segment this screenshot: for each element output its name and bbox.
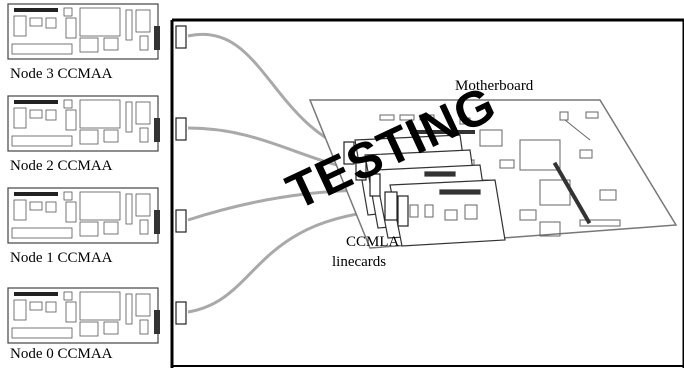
node-card-3 <box>7 3 160 60</box>
chassis-connectors <box>175 25 187 325</box>
node-card-2 <box>7 95 160 152</box>
node-label-0: Node 0 CCMAA <box>10 346 113 362</box>
node-card-1 <box>7 187 160 244</box>
cable-node3 <box>187 32 351 152</box>
node-label-3: Node 3 CCMAA <box>10 66 113 82</box>
linecards <box>343 134 506 247</box>
cable-node0 <box>187 208 391 314</box>
linecards-label-line2: linecards <box>332 254 387 270</box>
node-label-1: Node 1 CCMAA <box>10 250 113 266</box>
motherboard-slot-long <box>552 161 592 225</box>
chassis-outline <box>170 18 684 368</box>
cables <box>187 32 391 314</box>
motherboard-label: Motherboard <box>455 78 534 94</box>
node-label-2: Node 2 CCMAA <box>10 158 113 174</box>
node-card-0 <box>7 287 160 344</box>
linecards-label-line1: CCMLA <box>346 234 400 250</box>
